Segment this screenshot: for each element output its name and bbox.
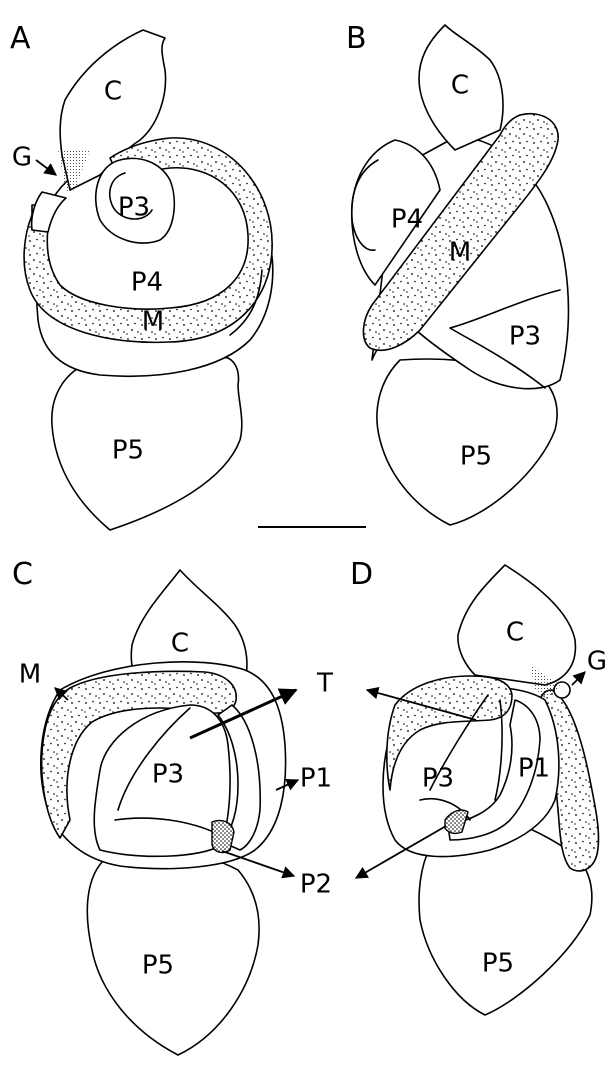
b-label-p4: P4	[391, 205, 423, 235]
a-label-p3: P3	[118, 193, 150, 223]
d-label-c: C	[506, 618, 524, 648]
c-p2-shape	[212, 820, 234, 852]
a-label-p4: P4	[131, 268, 163, 298]
panel-d: D C G P1 P3 P5	[350, 557, 607, 1015]
a-label-p5: P5	[112, 436, 144, 466]
c-label-p1: P1	[300, 764, 332, 794]
panel-b: B C P4 M P3 P5	[346, 21, 568, 525]
c-label-p3: P3	[152, 760, 184, 790]
panel-letter-d: D	[350, 557, 373, 592]
panel-c: C C M T P3 P1 P2 P5	[12, 557, 333, 1055]
c-label-t: T	[316, 669, 333, 699]
d-label-p5: P5	[482, 949, 514, 979]
c-label-m: M	[19, 660, 41, 690]
b-label-m: M	[449, 238, 471, 268]
panel-letter-b: B	[346, 21, 367, 56]
a-p5-shape	[52, 352, 242, 530]
c-label-c: C	[171, 629, 189, 659]
d-label-p1: P1	[518, 754, 550, 784]
c-label-p2: P2	[300, 870, 332, 900]
b-label-p3: P3	[509, 322, 541, 352]
panel-a: A C G P3 P4 M P5	[10, 21, 273, 530]
d-label-g: G	[587, 647, 607, 677]
a-label-g: G	[12, 143, 32, 173]
d-label-p3: P3	[422, 764, 454, 794]
panel-letter-a: A	[10, 21, 31, 56]
panel-letter-c: C	[12, 557, 33, 592]
a-label-m: M	[142, 307, 164, 337]
a-label-c: C	[104, 77, 122, 107]
c-label-p5: P5	[142, 951, 174, 981]
b-label-c: C	[451, 71, 469, 101]
b-label-p5: P5	[460, 442, 492, 472]
